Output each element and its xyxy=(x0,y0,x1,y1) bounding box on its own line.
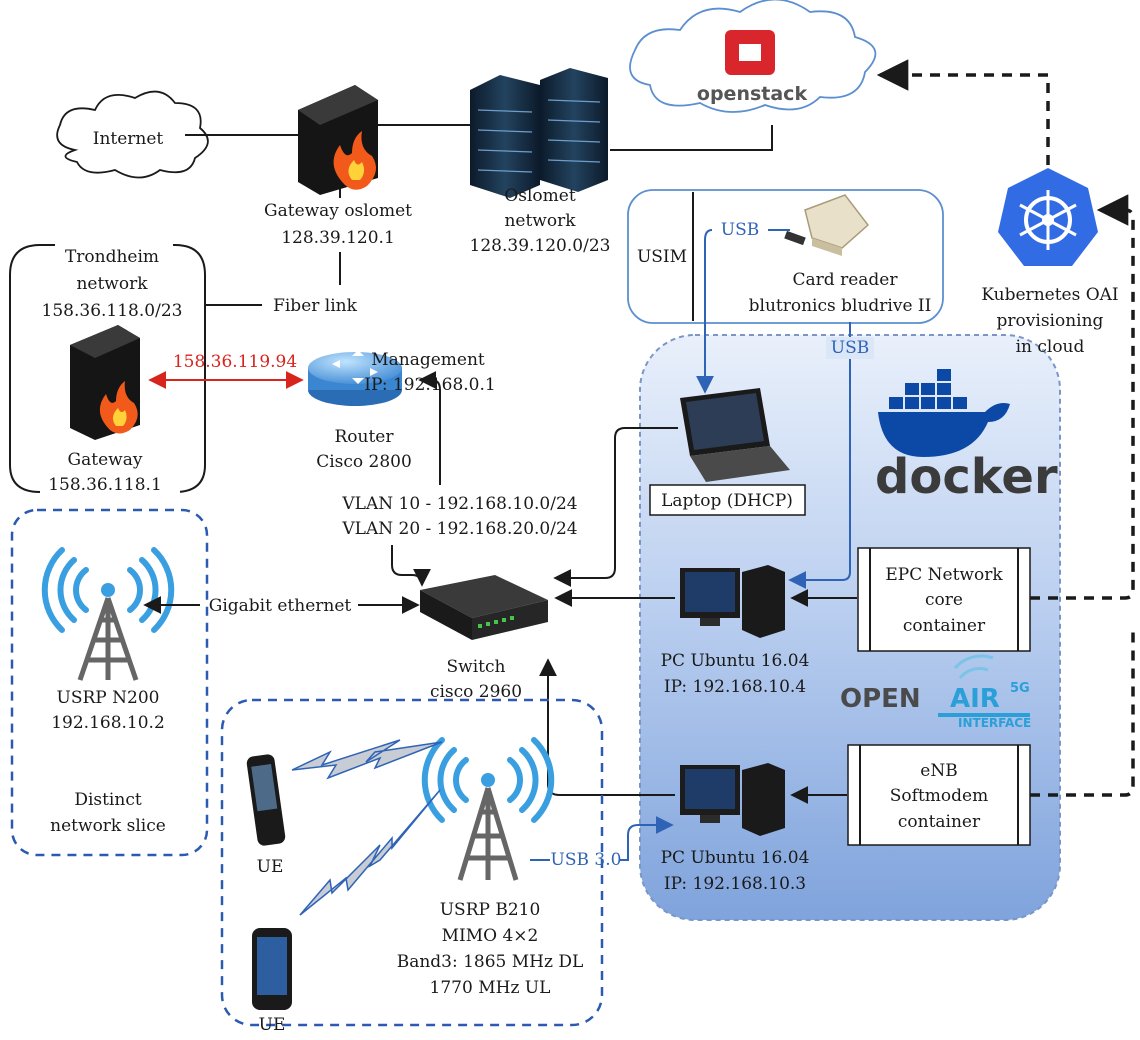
usrp-b210-mimo: MIMO 4×2 xyxy=(442,926,539,946)
docker-wordmark: docker xyxy=(875,449,1058,505)
usb-to-epc-pc-link xyxy=(788,322,851,589)
management-ip: IP: 192.168.0.1 xyxy=(364,375,495,395)
usrp-b210-antenna-icon xyxy=(421,737,555,881)
b210-slice-box xyxy=(220,698,604,1027)
radio-link-top-icon xyxy=(291,739,443,780)
router-switch-link-bottom xyxy=(391,545,431,587)
laptop-label: Laptop (DHCP) xyxy=(661,491,793,511)
laptop-label-box xyxy=(649,484,806,516)
epc-kubernetes-link xyxy=(1030,194,1135,600)
epc-label-1: EPC Network xyxy=(885,565,1003,585)
usim-label: USIM xyxy=(637,247,687,267)
management-label: Management xyxy=(371,350,485,370)
internet-cloud xyxy=(56,90,209,179)
enb-container-box xyxy=(847,744,1031,846)
oslomet-openstack-link xyxy=(610,125,773,151)
kubernetes-icon xyxy=(998,168,1098,266)
openair-interface: INTERFACE xyxy=(958,716,1031,730)
epc-label-3: container xyxy=(903,616,986,636)
kubernetes-openstack-link xyxy=(876,59,1050,165)
usrp-b210-dl: Band3: 1865 MHz DL xyxy=(397,952,584,972)
usb-right-label: USB xyxy=(831,338,869,358)
switch-icon xyxy=(420,575,548,640)
docker-whale-icon xyxy=(878,369,1010,457)
openair-air: AIR xyxy=(950,684,1000,714)
oslomet-network-label-2: network xyxy=(504,211,576,231)
openair-5g: 5G xyxy=(1010,681,1030,696)
pc-epc-icon xyxy=(680,565,785,638)
openair-open: OPEN xyxy=(840,684,921,714)
pc-epc-ip: IP: 192.168.10.4 xyxy=(664,677,806,697)
oslomet-server-rack-icon xyxy=(470,68,608,198)
usb-top-label: USB xyxy=(721,220,759,240)
oslomet-network-label-1: Oslomet xyxy=(504,186,576,206)
gateway-oslomet-label: Gateway oslomet xyxy=(264,201,412,221)
usrp-n200-label: USRP N200 xyxy=(57,688,160,708)
usb3-label: USB 3.0 xyxy=(551,850,622,870)
pc-enb-ip: IP: 192.168.10.3 xyxy=(664,874,806,894)
pc-enb-icon xyxy=(680,763,785,836)
trondheim-gateway-label: Gateway xyxy=(68,450,143,470)
ue-bottom-phone-icon xyxy=(252,928,292,1010)
trondheim-gateway-ip: 158.36.118.1 xyxy=(48,475,162,495)
openairinterface-logo-icon xyxy=(938,654,1030,717)
usrp-n200-ip: 192.168.10.2 xyxy=(51,713,165,733)
vlan-10: VLAN 10 - 192.168.10.0/24 xyxy=(341,494,577,514)
usb-to-laptop-link xyxy=(696,229,714,394)
vlan-20: VLAN 20 - 192.168.20.0/24 xyxy=(341,519,577,539)
enb-kubernetes-link xyxy=(1030,630,1135,797)
trondheim-label-2: network xyxy=(76,274,148,294)
usb3-to-enb-pc-link xyxy=(620,816,674,861)
enb-label-1: eNB xyxy=(920,761,957,781)
router-model: Cisco 2800 xyxy=(316,452,412,472)
gateway-oslomet-firewall-icon xyxy=(298,85,378,195)
laptop-icon xyxy=(680,388,790,482)
enb-label-3: container xyxy=(898,812,981,832)
openstack-logo-icon xyxy=(725,30,775,75)
epc-label-2: core xyxy=(925,590,963,610)
epc-container-box xyxy=(857,547,1031,652)
card-reader-label: Card reader xyxy=(793,270,899,290)
pc-epc-label: PC Ubuntu 16.04 xyxy=(661,651,810,671)
card-reader-icon xyxy=(784,194,870,256)
distinct-slice-box xyxy=(10,508,209,857)
distinct-slice-label-2: network slice xyxy=(50,816,166,836)
laptop-switch-link xyxy=(553,427,678,587)
gateway-router-link-ip: 158.36.119.94 xyxy=(173,352,297,372)
switch-model: cisco 2960 xyxy=(430,682,522,702)
radio-link-bottom-icon xyxy=(299,789,441,916)
gateway-oslomet-ip: 128.39.120.1 xyxy=(281,228,395,248)
oslomet-network-ip: 128.39.120.0/23 xyxy=(470,236,611,256)
trondheim-label-1: Trondheim xyxy=(65,247,159,267)
ue-top-phone-icon xyxy=(246,754,286,846)
gigabit-ethernet-label: Gigabit ethernet xyxy=(209,596,352,616)
kubernetes-label-3: in cloud xyxy=(1016,337,1085,357)
internet-label: Internet xyxy=(93,129,164,149)
router-icon xyxy=(308,350,402,406)
fiber-link-label: Fiber link xyxy=(273,296,358,316)
switch-label: Switch xyxy=(447,657,506,677)
kubernetes-label-2: provisioning xyxy=(997,311,1104,331)
pc-enb-label: PC Ubuntu 16.04 xyxy=(661,848,810,868)
openstack-label: openstack xyxy=(697,83,808,105)
distinct-slice-label-1: Distinct xyxy=(74,790,142,810)
ue-top-label: UE xyxy=(257,857,284,877)
ue-bottom-label: UE xyxy=(259,1015,286,1035)
kubernetes-label-1: Kubernetes OAI xyxy=(981,285,1118,305)
router-label: Router xyxy=(334,427,394,447)
card-reader-model: blutronics bludrive II xyxy=(749,296,932,316)
trondheim-gateway-firewall-icon xyxy=(70,325,140,440)
usrp-n200-antenna-icon xyxy=(41,547,175,681)
usrp-b210-ul: 1770 MHz UL xyxy=(430,978,551,998)
enb-label-2: Softmodem xyxy=(890,786,988,806)
trondheim-network-ip: 158.36.118.0/23 xyxy=(42,301,183,321)
usrp-b210-label: USRP B210 xyxy=(440,900,541,920)
router-switch-link-top xyxy=(418,371,441,485)
